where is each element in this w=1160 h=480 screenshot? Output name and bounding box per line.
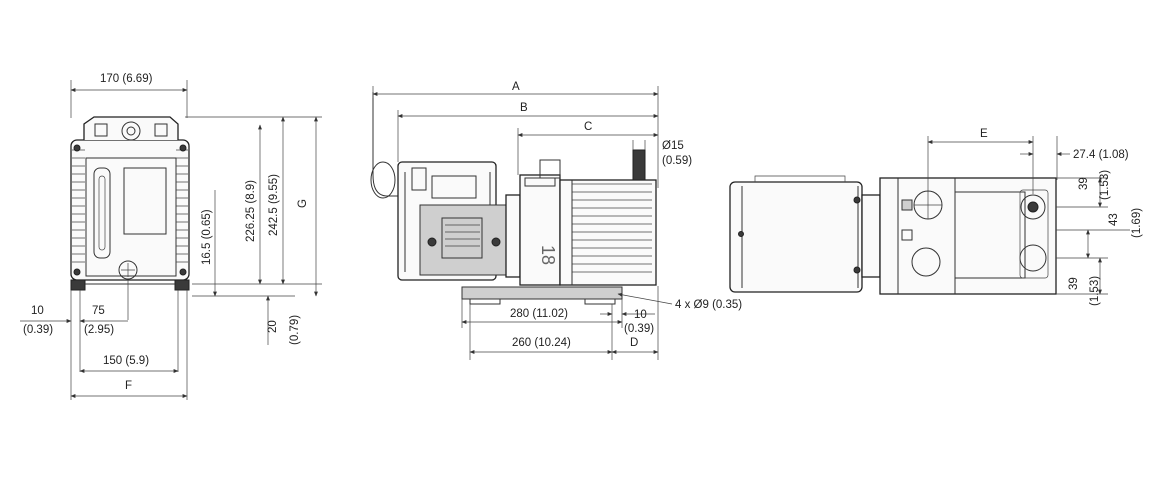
side-dim-d-label: D xyxy=(630,337,638,349)
front-height-g-label: G xyxy=(297,199,309,208)
top-view-pump-body xyxy=(729,175,1057,295)
top-view-dimensions: E 27.4 (1.08) 39 (1.53) 43 (1.69) 39 (1.… xyxy=(927,128,1143,306)
front-foot-offset-in: (2.95) xyxy=(84,324,114,336)
side-base-length: 280 (11.02) xyxy=(510,308,568,320)
front-view-pump-body xyxy=(70,116,190,291)
front-view: 170 (6.69) 16.5 (0.65) 226.25 (8.9) 242.… xyxy=(20,73,322,400)
front-view-dimensions: 170 (6.69) 16.5 (0.65) 226.25 (8.9) 242.… xyxy=(20,73,322,400)
side-dim-b-label: B xyxy=(520,102,528,114)
side-view-pump-body: 18 xyxy=(370,92,657,305)
top-port-offset-label: 27.4 (1.08) xyxy=(1073,149,1129,161)
side-port-dia-mm: Ø15 xyxy=(662,140,684,152)
top-port-gap-mm: 43 xyxy=(1108,213,1120,226)
front-foot-offset-mm: 75 xyxy=(92,305,105,317)
front-width-f-label: F xyxy=(125,380,132,392)
side-model-number: 18 xyxy=(538,245,558,265)
side-hole-span: 260 (10.24) xyxy=(512,337,571,349)
front-foot-span-label: 150 (5.9) xyxy=(103,355,149,367)
top-view: E 27.4 (1.08) 39 (1.53) 43 (1.69) 39 (1.… xyxy=(729,128,1143,306)
front-foot-edge-in: (0.39) xyxy=(23,324,53,336)
side-hole-edge-in: (0.39) xyxy=(624,323,654,335)
top-port-top-mm: 39 xyxy=(1078,177,1090,190)
top-dim-e-label: E xyxy=(980,128,988,140)
front-foot-base-in: (0.79) xyxy=(289,315,301,345)
front-foot-edge-mm: 10 xyxy=(31,305,44,317)
side-view-dimensions: A B C Ø15 (0.59) 4 x Ø9 (0.35) 280 (11.0… xyxy=(372,81,742,360)
side-dim-c-label: C xyxy=(584,121,592,133)
side-view: 18 A B C Ø15 (0.59) 4 x Ø9 (0.35) xyxy=(370,81,742,360)
front-mount-height-label: 16.5 (0.65) xyxy=(201,209,213,265)
side-dim-a-label: A xyxy=(512,81,520,93)
front-height-2-label: 242.5 (9.55) xyxy=(268,174,280,236)
side-hole-edge-mm: 10 xyxy=(634,309,647,321)
front-height-1-label: 226.25 (8.9) xyxy=(245,180,257,242)
side-port-dia-in: (0.59) xyxy=(662,155,692,167)
top-port-top-in: (1.53) xyxy=(1099,170,1111,200)
side-hole-spec: 4 x Ø9 (0.35) xyxy=(675,299,742,311)
top-port-bottom-mm: 39 xyxy=(1068,277,1080,290)
top-port-gap-in: (1.69) xyxy=(1131,208,1143,238)
front-foot-base-mm: 20 xyxy=(267,320,279,333)
front-width-overall-label: 170 (6.69) xyxy=(100,73,153,85)
top-port-bottom-in: (1.53) xyxy=(1089,276,1101,306)
